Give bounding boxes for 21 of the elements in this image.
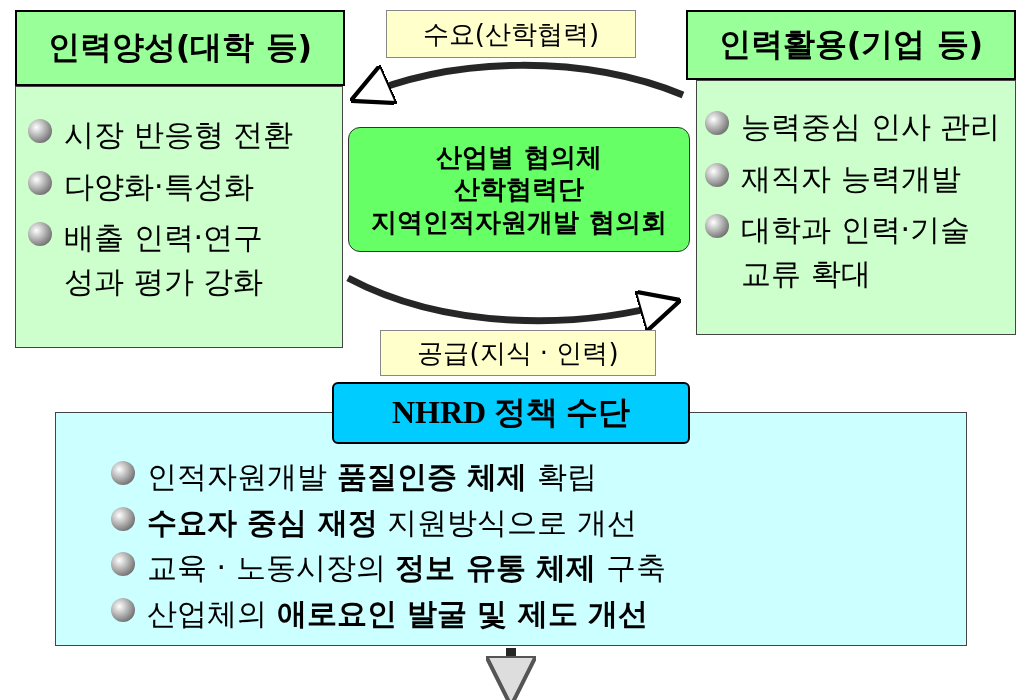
center-box (348, 127, 690, 252)
arrow (484, 648, 538, 700)
edge-label: 수요(산학협력) (386, 10, 636, 58)
bullet-text: 산업체의 애로요인 발굴 및 제도 개선 (147, 594, 649, 633)
edge-label: 공급(지식 · 인력) (380, 330, 656, 376)
heading-tab: 인력활용(기업 등) (686, 10, 1016, 80)
arrow (348, 61, 685, 107)
box-text: 산학협력단 (454, 173, 584, 206)
bullet-text: 대학과 인력·기술 교류 확대 (741, 211, 972, 293)
bullet-text: 시장 반응형 전환 (64, 116, 294, 154)
box-text: 지역인적자원개발 협의회 (371, 205, 667, 239)
bullet-text: 수요자 중심 재정 지원방식으로 개선 (147, 503, 637, 542)
heading-tab: NHRD 정책 수단 (332, 382, 690, 444)
bullet-text: 재직자 능력개발 (741, 159, 961, 198)
heading-tab: 인력양성(대학 등) (15, 10, 345, 86)
bullet-text: 교육 · 노동시장의 정보 유통 체제 구축 (147, 549, 666, 587)
bullet-text: 능력중심 인사 관리 (741, 108, 1001, 146)
bullet-text: 인적자원개발 품질인증 체제 확립 (147, 458, 597, 496)
bullet-text: 배출 인력·연구 성과 평가 강화 (64, 219, 265, 301)
box-text: 산업별 협의체 (436, 140, 602, 174)
bullet-text: 다양화·특성화 (64, 167, 254, 206)
